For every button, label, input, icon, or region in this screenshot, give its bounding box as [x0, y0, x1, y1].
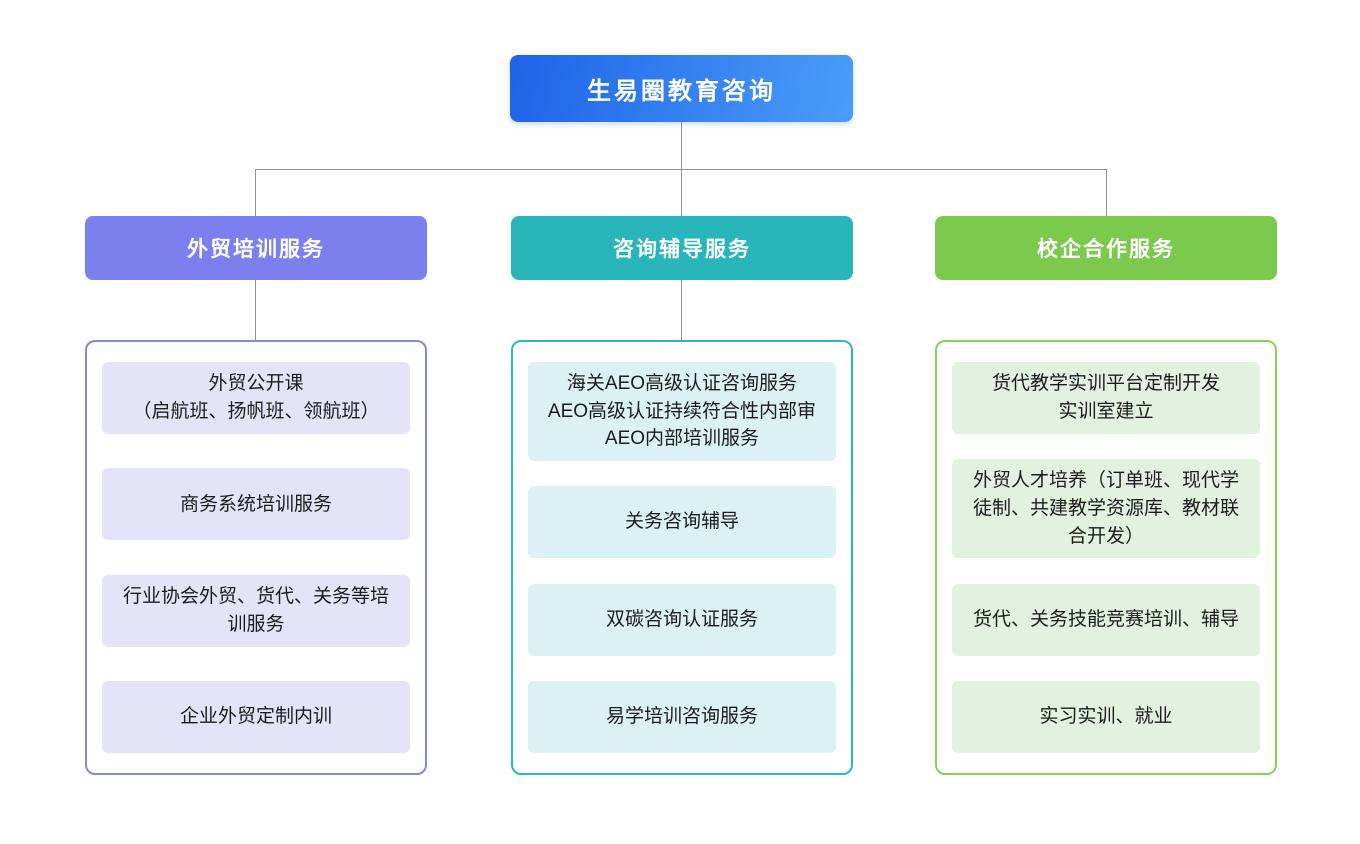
- diagram-node: 关务咨询辅导: [528, 486, 836, 559]
- branch-container-consulting-tutoring: 海关AEO高级认证咨询服务 AEO高级认证持续符合性内部审 AEO内部培训服务 …: [511, 340, 853, 775]
- diagram-node: 企业外贸定制内训: [102, 680, 410, 753]
- root-node: 生易圈教育咨询: [510, 55, 853, 122]
- diagram-node: 实习实训、就业: [952, 681, 1260, 753]
- connector-branch1-drop: [255, 169, 256, 216]
- diagram-node: 易学培训咨询服务: [528, 681, 836, 753]
- diagram-node: 外贸人才培养（订单班、现代学徒制、共建教学资源库、教材联合开发）: [952, 459, 1260, 559]
- diagram-node: 货代、关务技能竞赛培训、辅导: [952, 583, 1260, 656]
- connector-branch1-container: [255, 280, 256, 340]
- diagram-node: 货代教学实训平台定制开发 实训室建立: [952, 362, 1260, 434]
- connector-horizontal: [255, 169, 1106, 170]
- diagram-node: 行业协会外贸、货代、关务等培训服务: [102, 574, 410, 647]
- connector-root-drop: [681, 122, 682, 169]
- diagram-node: 外贸公开课 （启航班、扬帆班、领航班）: [102, 362, 410, 434]
- connector-branch2-drop: [681, 169, 682, 216]
- diagram-node: 双碳咨询认证服务: [528, 583, 836, 656]
- branch-container-school-enterprise-cooperation: 货代教学实训平台定制开发 实训室建立 外贸人才培养（订单班、现代学徒制、共建教学…: [935, 340, 1277, 775]
- diagram-node: 海关AEO高级认证咨询服务 AEO高级认证持续符合性内部审 AEO内部培训服务: [528, 362, 836, 461]
- connector-branch2-container: [681, 280, 682, 340]
- connector-branch3-drop: [1106, 169, 1107, 216]
- branch-header-foreign-trade-training: 外贸培训服务: [85, 216, 427, 280]
- branch-header-school-enterprise-cooperation: 校企合作服务: [935, 216, 1277, 280]
- diagram-node: 商务系统培训服务: [102, 468, 410, 541]
- branch-container-foreign-trade-training: 外贸公开课 （启航班、扬帆班、领航班） 商务系统培训服务 行业协会外贸、货代、关…: [85, 340, 427, 775]
- branch-header-consulting-tutoring: 咨询辅导服务: [511, 216, 853, 280]
